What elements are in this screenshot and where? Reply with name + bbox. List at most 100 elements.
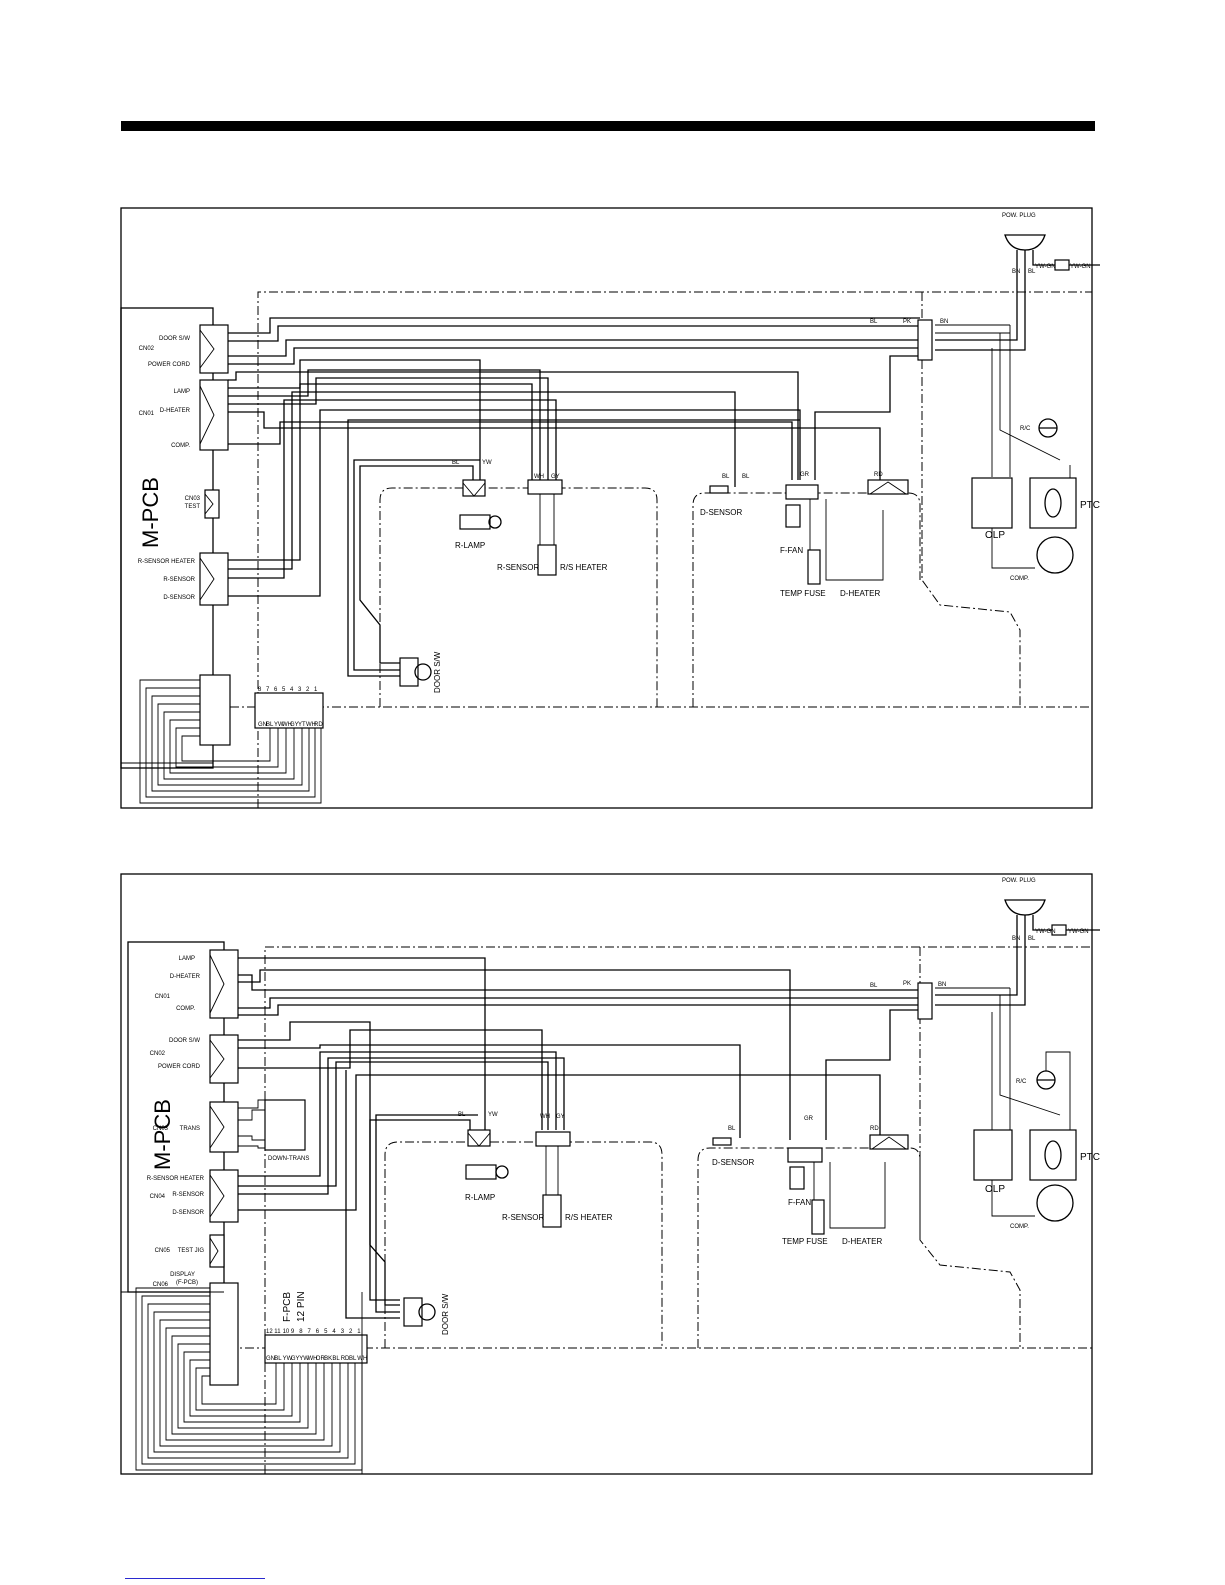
down-trans-component [264,1099,306,1151]
fpcb-wire-code: GN [258,722,267,728]
compressor-motor [1036,536,1074,574]
fpcb-pin-number: 6 [316,1329,320,1335]
cn03-label: CN03 [185,496,201,502]
fpcb-pin-number: 3 [341,1329,345,1335]
wire-code-bl-2: BL [722,474,730,480]
fpcb-pin-number: 7 [308,1329,312,1335]
d-sensor-label-2: D-SENSOR [712,1158,754,1167]
wire-code-bl-d2d: BL [1028,936,1036,942]
diagram-2-frame [120,873,1093,1475]
fpcb-wire-code: YT [298,722,306,728]
cn06-label: CN06 [153,1282,169,1288]
fpcb-pin-number: 4 [290,687,294,693]
fpcb-wire-code: BL [266,722,274,728]
fpcb-wire-code: OR [316,1356,326,1362]
terminal-block-2 [917,982,933,1020]
wire-code-bl-d2b: BL [728,1126,736,1132]
fpcb-pin-number: 4 [332,1329,336,1335]
f-fan-label-2: F-FAN [788,1198,811,1207]
olp-component-2 [973,1129,1013,1181]
fpcb-wire-code: BL [332,1356,340,1362]
yw-gn-label-1b: YW-GN [1070,264,1091,270]
cn03-label-2: CN03 [153,1126,169,1132]
door-sw-conn-label: DOOR S/W [159,336,190,342]
cn03-test-connector [204,489,220,519]
down-trans-label: DOWN-TRANS [268,1156,309,1162]
r-sensor-label-2: R-SENSOR [502,1213,544,1222]
fpcb-wire-code: YW [299,1356,309,1362]
d-sensor-conn-label-2: D-SENSOR [172,1210,204,1216]
wiring-diagram-1: M-PCB DOOR S/W CN02 POWER CORD LAMP CN01… [120,207,1100,809]
fpcb-pin-number: 10 [283,1329,290,1335]
cn01-label: CN01 [139,411,155,417]
fpcb-pin-number: 7 [266,687,270,693]
r-sensor-heater-conn-label-2: R-SENSOR HEATER [147,1176,205,1182]
d-sensor-component-2 [712,1137,732,1146]
fpcb-pin-number: 1 [314,687,318,693]
temp-fuse-label: TEMP FUSE [780,589,826,598]
d-heater-label-2: D-HEATER [842,1237,883,1246]
wire-code-pk-d2: PK [903,981,911,987]
terminal-block-1 [917,319,933,361]
r-sensor-connector-2 [535,1131,571,1147]
wire-code-bl-d2c: BL [870,983,878,989]
wire-code-bl-4: BL [870,319,878,325]
f-fan-label: F-FAN [780,546,803,555]
fpcb-wire-code: GN [266,1356,275,1362]
fpcb-wire-code: WH [306,722,316,728]
door-sw-label: DOOR S/W [433,651,442,693]
comp-label: COMP. [1010,576,1029,582]
cn05-test-jig-connector [209,1234,225,1268]
r-lamp-component [459,514,491,530]
fpcb-pin-number: 2 [306,687,310,693]
power-cord-conn-label-2: POWER CORD [158,1064,201,1070]
fpcb-pin-number: 5 [282,687,286,693]
wire-code-rd-d2: RD [870,1126,879,1132]
wire-code-rd: RD [874,472,883,478]
fpcb-label: F-PCB [282,1292,293,1322]
fpcb-wire-code: RD [314,722,323,728]
display-label: DISPLAY [170,1272,195,1278]
olp-label-2: OLP [985,1184,1005,1195]
d-heater-connector-2 [869,1134,909,1150]
wire-code-bn-2: BN [1012,269,1020,275]
wire-code-pk: PK [903,319,911,325]
cn05-label: CN05 [155,1248,171,1254]
ptc-label: PTC [1080,500,1100,511]
comp-conn-label-2: COMP. [176,1006,195,1012]
olp-component [971,477,1013,529]
test-jig-label: TEST JIG [178,1248,205,1254]
lamp-conn-label-2: LAMP [179,956,195,962]
door-sw-conn-label-2: DOOR S/W [169,1038,200,1044]
r-sensor-component [537,544,557,576]
d-sensor-conn-label: D-SENSOR [163,595,195,601]
fpcb-pin-number: 5 [324,1329,328,1335]
r-lamp-label: R-LAMP [455,541,485,550]
fpcb-wire-code: RD [341,1356,350,1362]
cn03-sub-label: TEST [185,504,201,510]
display-connector [199,674,231,746]
wire-code-bn: BN [940,319,948,325]
d-heater-conn-label-2: D-HEATER [170,974,201,980]
rs-heater-label: R/S HEATER [560,563,608,572]
d-sensor-label: D-SENSOR [700,508,742,517]
pow-plug-icon-2 [1004,899,1046,916]
comp-conn-label: COMP. [171,443,190,449]
r-sensor-label: R-SENSOR [497,563,539,572]
mpcb-label-2: M-PCB [150,1099,175,1170]
cn06-display-connector [209,1282,239,1386]
rs-heater-label-2: R/S HEATER [565,1213,613,1222]
wire-code-bl-3: BL [742,474,750,480]
door-switch-component-2 [403,1297,423,1327]
pow-plug-label-2: POW. PLUG [1002,878,1036,884]
d-heater-conn-label: D-HEATER [160,408,191,414]
fpcb-wire-code: GY [290,722,299,728]
cn04-label: CN04 [150,1194,166,1200]
pow-plug-icon [1004,234,1046,251]
wire-code-bl-5: BL [1028,269,1036,275]
cn02-label: CN02 [139,346,155,352]
d-sensor-component [709,485,729,494]
fpcb-wire-code: BL [349,1356,357,1362]
yw-gn-label-1a: YW-GN [1035,264,1056,270]
footer-link-underline[interactable] [125,1578,265,1579]
